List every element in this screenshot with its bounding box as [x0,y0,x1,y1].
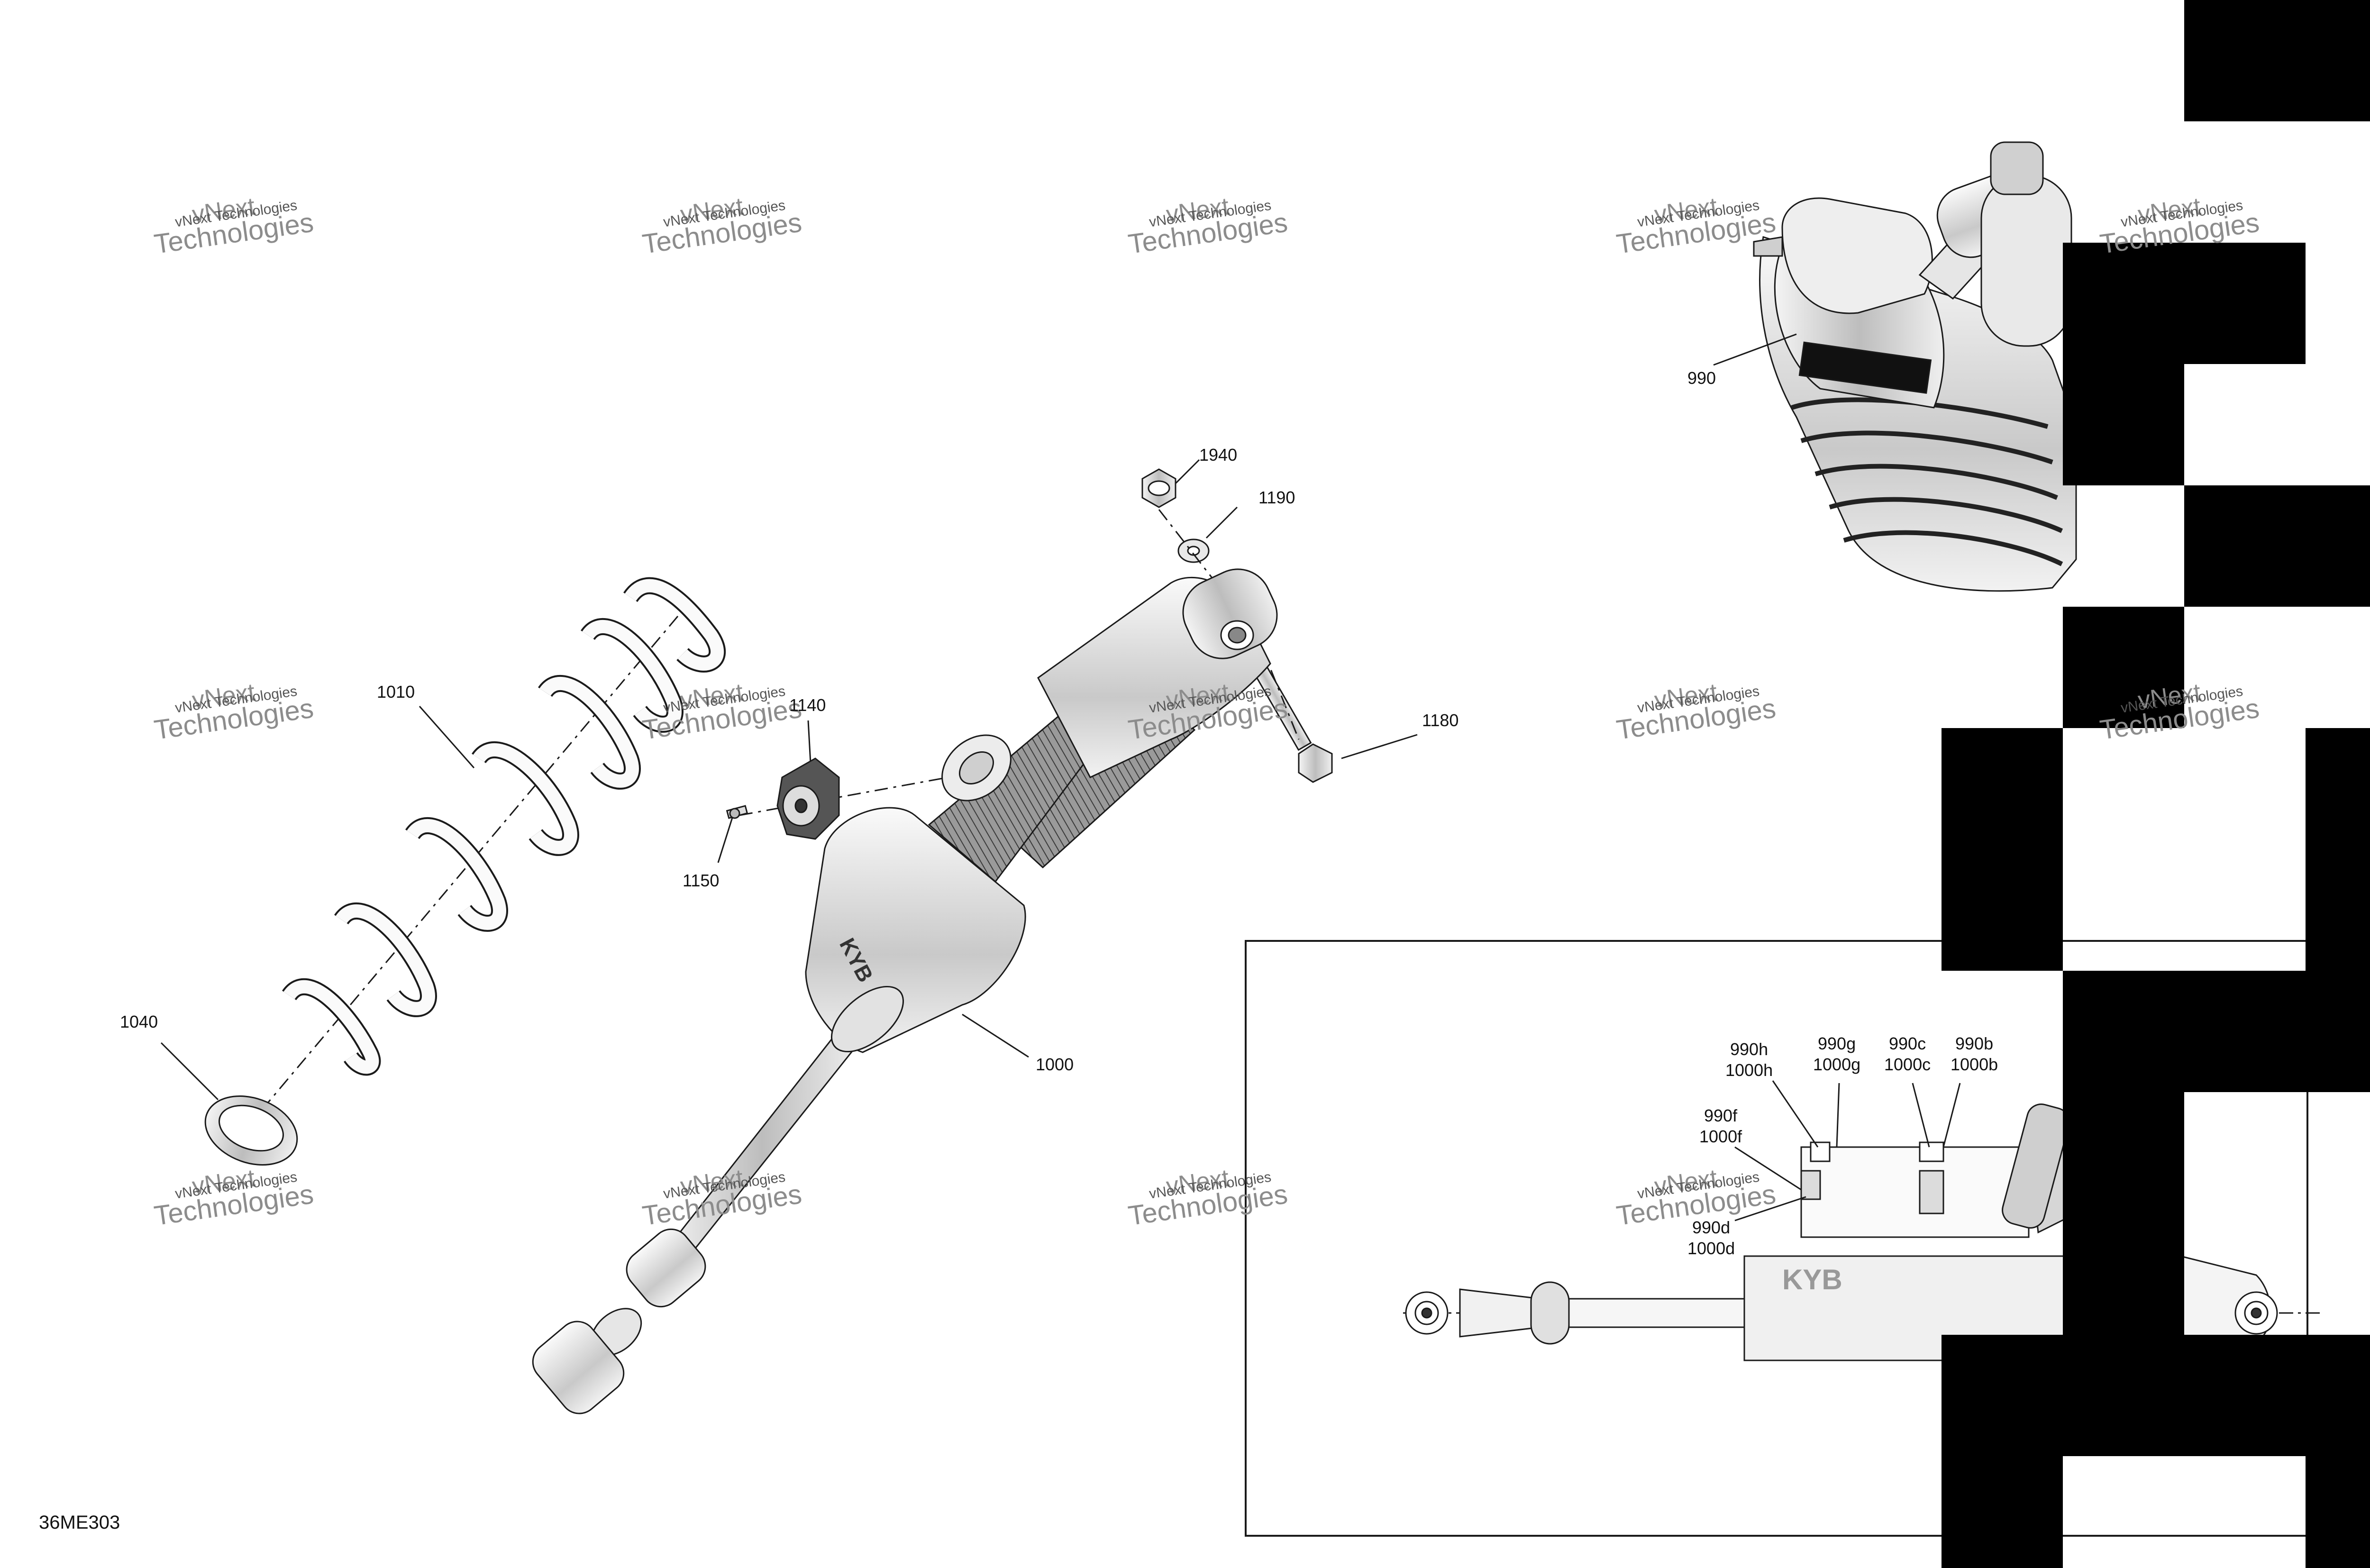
detail-leader-lines [1734,1080,1961,1222]
callout-1190: 1190 [1258,488,1295,507]
callout-1940: 1940 [1199,445,1238,465]
callout-1150: 1150 [683,871,720,890]
callout-1180: 1180 [1422,711,1459,730]
callout-1010: 1010 [377,682,415,702]
shock-absorber-1000: KYB [532,568,1278,1414]
callout-1000: 1000 [1036,1055,1074,1074]
spring-retainer-1040 [204,1095,298,1166]
callout-leader-lines [160,333,1797,1101]
svg-text:KYB: KYB [1782,1264,1842,1295]
detail-callout-g: 990g 1000g [1813,1034,1861,1074]
callout-1040: 1040 [120,1012,158,1031]
screw-1150 [726,805,748,819]
callout-1140: 1140 [789,695,826,715]
detail-cross-section-drawing: KYB [1403,1103,2323,1361]
detail-callout-c: 990c 1000c [1884,1034,1931,1074]
drawing-code: 36ME303 [39,1512,120,1533]
masking-blocks [1942,0,2370,1568]
callout-990: 990 [1687,368,1716,388]
adjuster-knob-1140 [776,757,840,840]
detail-callout-h: 990h 1000h [1725,1039,1773,1080]
nut-1940 [1141,468,1176,508]
detail-callout-f: 990f 1000f [1699,1106,1742,1146]
washer-1190 [1177,538,1210,563]
center-axis-lines [246,509,1300,1129]
detail-callout-b: 990b 1000b [1951,1034,1998,1074]
detail-callout-d: 990d 1000d [1687,1218,1735,1258]
shock-assembly-990-thumbnail [1753,141,2077,592]
coil-spring-1010 [282,577,726,1076]
